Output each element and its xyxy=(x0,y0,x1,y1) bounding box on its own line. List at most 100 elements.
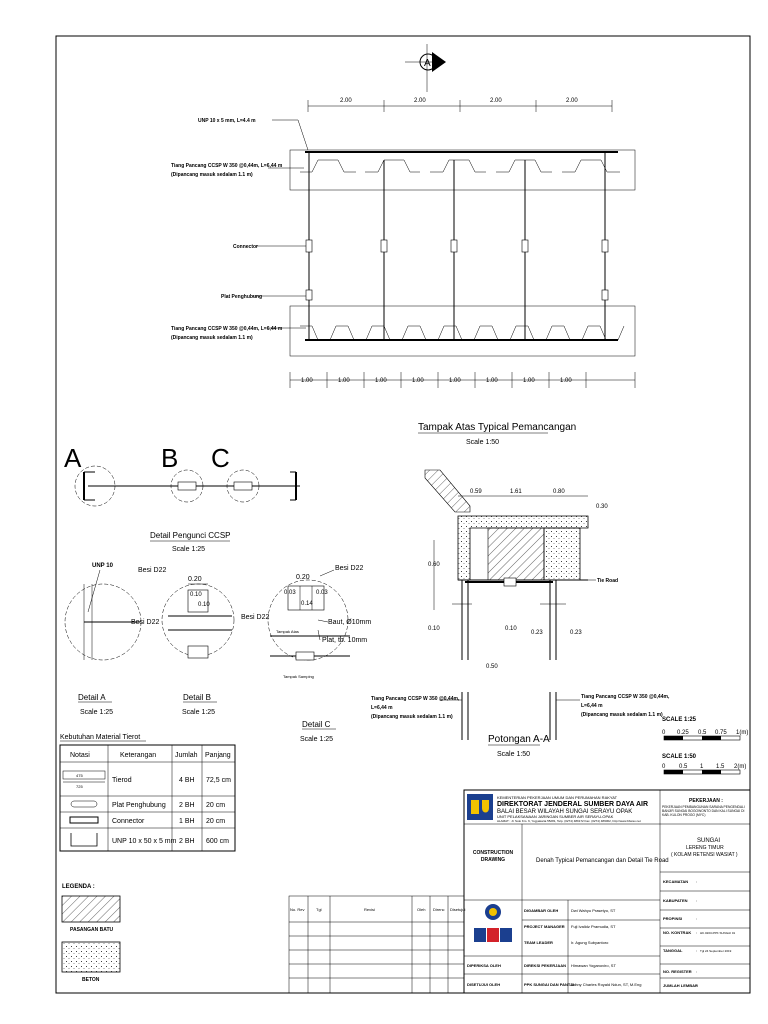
consultant-logo xyxy=(485,904,501,920)
tampak-atas-title: Tampak Atas Typical Pemancangan xyxy=(418,422,576,433)
potongan-title: Potongan A-A xyxy=(488,734,550,745)
bottom-dim-6: 1.00 xyxy=(486,378,498,384)
notasi-tierod: 475 725 xyxy=(62,770,106,789)
tb-diperiksa: DIPERIKSA OLEH xyxy=(467,963,501,968)
detail-b-dim-2: 0.10 xyxy=(190,592,202,598)
detail-c-baut: Baut, Ø10mm xyxy=(328,619,371,626)
revisi-header-direnc: Direnc xyxy=(433,907,445,912)
scalebar-1-tick-2: 0.5 xyxy=(698,730,707,736)
potongan-pile-left-note: (Dipancang masuk sedalam 1.1 m) xyxy=(371,714,453,720)
scalebar-2-tick-1: 0.5 xyxy=(679,764,688,770)
detail-b: Besi D22 Besi D22 0.20 0.10 0.10 Detail … xyxy=(138,567,270,716)
legenda-title: LEGENDA : xyxy=(62,884,95,890)
material-row-2-jumlah: 2 BH xyxy=(179,802,195,809)
legenda: LEGENDA : PASANGAN BATU BETON xyxy=(61,884,121,983)
tb-lereng-timur: LERENG TIMUR xyxy=(686,845,724,851)
bottom-dim-4: 1.00 xyxy=(412,378,424,384)
tb-name-tl: Ir. Agung Subyantoro xyxy=(571,940,609,945)
bottom-dim-3: 1.00 xyxy=(375,378,387,384)
material-row-1-keterangan: Tierod xyxy=(112,777,132,784)
top-pile-row xyxy=(289,149,636,191)
revisi-header-oleh: Oleh xyxy=(417,907,425,912)
label-pile-bottom-note: (Dipancang masuk sedalam 1.1 m) xyxy=(171,335,253,341)
detail-c-besi: Besi D22 xyxy=(335,565,364,572)
detail-c-plat: Plat, tb. 10mm xyxy=(322,637,367,644)
label-pile-bottom: Tiang Pancang CCSP W 350 @0,44m, L=6,44 … xyxy=(171,326,283,332)
label-connector: Connector xyxy=(233,244,258,250)
material-row-2-panjang: 20 cm xyxy=(206,802,225,809)
legend-swatch-batu xyxy=(61,895,121,923)
potongan-pile-right-length: L=6,44 m xyxy=(581,703,603,709)
top-dim-2: 2.00 xyxy=(414,98,426,104)
scalebar-2-label: SCALE 1:50 xyxy=(662,754,697,760)
potongan-dim-023-right: 0.23 xyxy=(570,630,582,636)
tb-colon-1: : xyxy=(696,879,697,884)
tb-pekerjaan-text: PEKERJAAN PEMBANGUNAN SARANA PENGENDALI … xyxy=(662,805,745,817)
potongan-dim-050: 0.50 xyxy=(486,664,498,670)
bottom-dim-1: 1.00 xyxy=(301,378,313,384)
scalebar-1-tick-3: 0.75 xyxy=(715,730,727,736)
top-dim-4: 2.00 xyxy=(566,98,578,104)
detail-b-dim-3: 0.10 xyxy=(198,602,210,608)
detail-b-dim-1: 0.20 xyxy=(188,576,202,583)
material-header-keterangan: Keterangan xyxy=(120,752,156,759)
scalebar-2-tick-0: 0 xyxy=(662,764,666,770)
potongan-pile-left-length: L=6,44 m xyxy=(371,705,393,711)
scalebar-1-tick-1: 0.25 xyxy=(677,730,689,736)
scalebar-2-tick-4: 2(m) xyxy=(734,764,746,770)
legend-label-batu: PASANGAN BATU xyxy=(70,927,114,933)
tampak-atas-scale: Scale 1:50 xyxy=(466,439,499,446)
bottom-dim-8: 1.00 xyxy=(560,378,572,384)
detail-a-unp: UNP 10 xyxy=(92,563,114,569)
material-header-jumlah: Jumlah xyxy=(175,752,198,759)
bottom-pile-row xyxy=(289,305,636,357)
kyb-logo xyxy=(474,928,512,942)
tb-colon-6: : xyxy=(696,969,697,974)
material-row-1-panjang: 72,5 cm xyxy=(206,777,231,784)
tb-colon-2: : xyxy=(696,898,697,903)
material-row-3-keterangan: Connector xyxy=(112,818,145,825)
revisi-header-no: No. Rev xyxy=(290,907,304,912)
tb-unit: UNIT PELAKSANAAN JARINGAN SUMBER AIR SER… xyxy=(497,814,614,819)
material-row-2-keterangan: Plat Penghubung xyxy=(112,802,166,809)
tb-sungai: SUNGAI xyxy=(697,838,720,844)
tb-colon-4: : xyxy=(696,930,697,935)
potongan-dim-060: 0.60 xyxy=(428,562,440,568)
potongan-dim-023-mid: 0.23 xyxy=(531,630,543,636)
detail-c-title: Detail C xyxy=(302,720,331,729)
tb-no-kontrak-value: HK.0203-PPK SUNGAI 01 xyxy=(700,931,736,935)
potongan-pile-right: Tiang Pancang CCSP W 350 @0,44m, xyxy=(581,694,670,700)
section-marker-label: A xyxy=(424,58,431,69)
potongan-dim-030: 0.30 xyxy=(596,504,608,510)
tb-jumlah-lembar: JUMLAH LEMBAR xyxy=(663,983,698,988)
material-row-4-keterangan: UNP 10 x 50 x 5 mm xyxy=(112,838,177,845)
bottom-dim-7: 1.00 xyxy=(523,378,535,384)
scalebar-1-tick-4: 1(m) xyxy=(736,730,748,736)
tb-name-pm: Fuji Ivalidz Pramudia, ST xyxy=(571,924,616,929)
top-dim-3: 2.00 xyxy=(490,98,502,104)
tb-kecamatan: KECAMATAN xyxy=(663,879,688,884)
tb-name-ppk: Jonny Charles Royald Ndun, ST, M.Eng xyxy=(571,982,641,987)
tb-role-direksi: DIREKSI PEKERJAAN xyxy=(524,963,566,968)
detail-c-dim-4: 0.03 xyxy=(316,590,328,596)
tb-disetujui: DISETUJUI OLEH xyxy=(467,982,500,987)
tb-role-pm: PROJECT MANAGER xyxy=(524,924,565,929)
label-unp: UNP 10 x 5 mm, L=4.4 m xyxy=(198,118,256,124)
potongan-tie-rod-label: Tie Road xyxy=(597,578,618,584)
tb-colon-5: : xyxy=(696,948,697,953)
scalebar-1-label: SCALE 1:25 xyxy=(662,717,697,723)
detail-a-scale: Scale 1:25 xyxy=(80,709,113,716)
detail-c-dim-1: 0.20 xyxy=(296,574,310,581)
material-table: Kebutuhan Material Tierot Notasi Keteran… xyxy=(59,734,236,852)
tb-directorate: DIREKTORAT JENDERAL SUMBER DAYA AIR xyxy=(497,801,648,808)
tb-colon-3: : xyxy=(696,916,697,921)
revisi-header-disetujui: Disetujui xyxy=(450,907,465,912)
material-row-1-jumlah: 4 BH xyxy=(179,777,195,784)
tb-address: ALAMAT : Jl. Solo Km. 6, Yogyakarta 5528… xyxy=(497,819,641,823)
scalebar-1-50: SCALE 1:50 0 0.5 1 1.5 2(m) xyxy=(662,754,746,775)
detail-b-besi-top: Besi D22 xyxy=(138,567,167,574)
tb-name-direksi: Himawan Yoganoviro, ST xyxy=(571,963,616,968)
tb-role-tl: TEAM LEADER xyxy=(524,940,553,945)
potongan-dim-080: 0.80 xyxy=(553,489,565,495)
